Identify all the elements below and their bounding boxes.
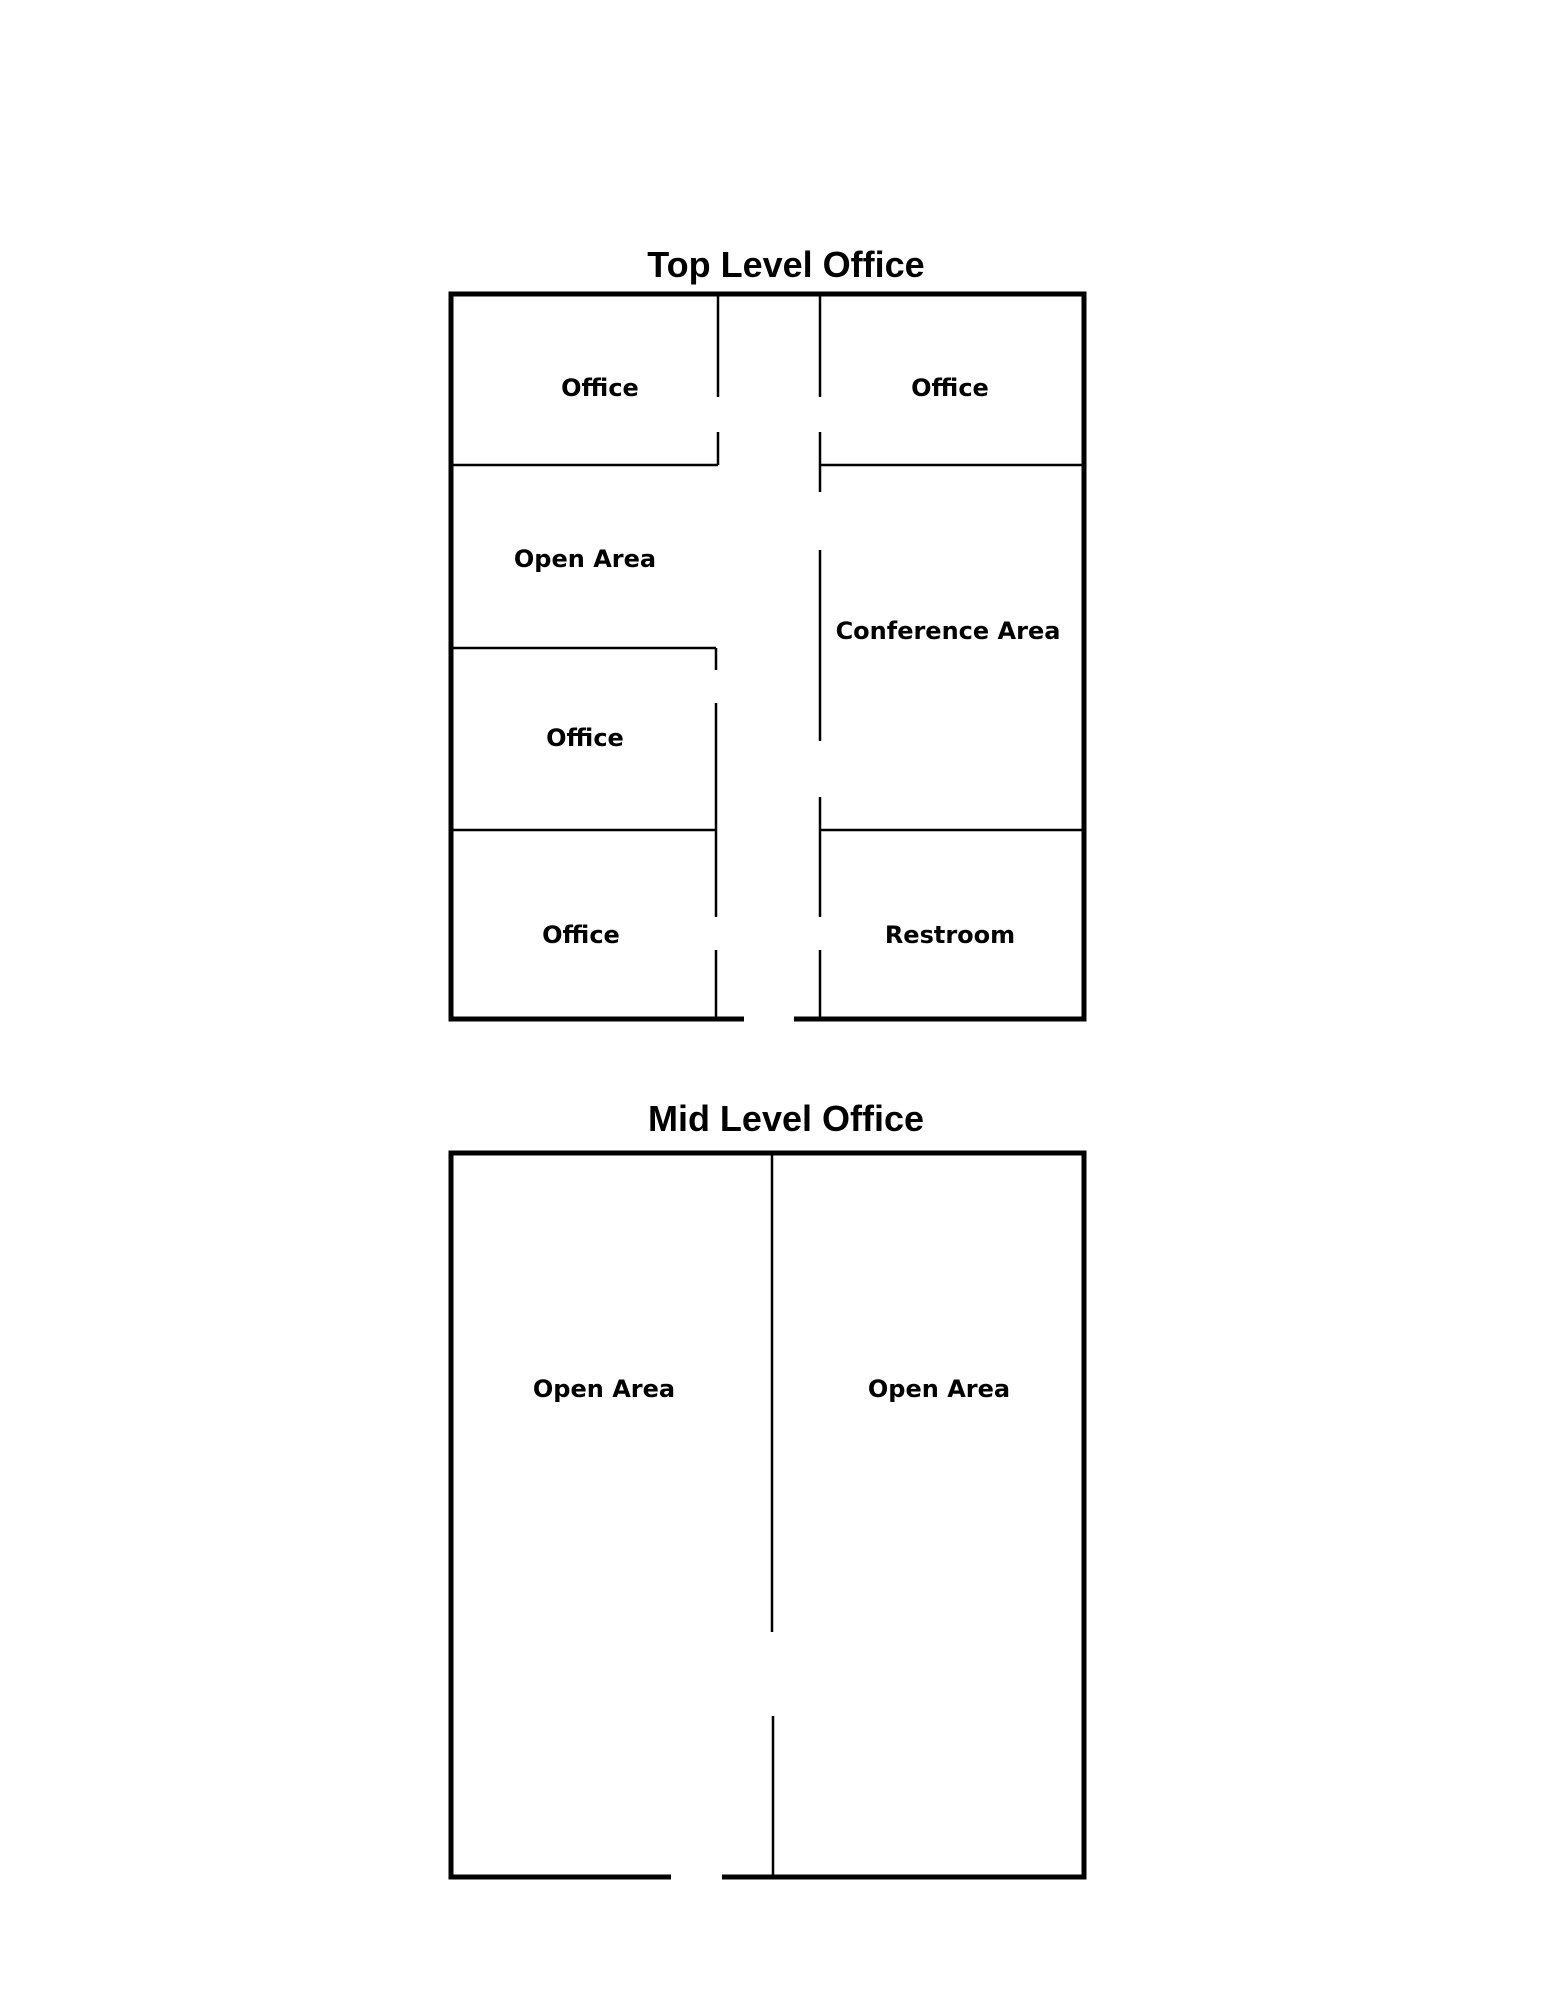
room-label-office: Office: [561, 374, 639, 402]
left-corridor-wall: [714, 294, 720, 1019]
top-level-plan: Top Level Office Office Office Open Area…: [448, 244, 1087, 1022]
room-label-office: Office: [542, 921, 620, 949]
room-label-office: Office: [546, 724, 624, 752]
room-label-office: Office: [911, 374, 989, 402]
top-level-title: Top Level Office: [647, 244, 924, 285]
mid-level-title: Mid Level Office: [648, 1098, 924, 1139]
room-label-open-area: Open Area: [868, 1375, 1010, 1403]
mid-level-outer-wall: [448, 1150, 1087, 1880]
mid-level-divider-wall: [770, 1153, 775, 1877]
room-label-open-area: Open Area: [533, 1375, 675, 1403]
mid-level-plan: Mid Level Office Open Area Open Area: [448, 1098, 1087, 1880]
room-label-open-area: Open Area: [514, 545, 656, 573]
room-label-conference-area: Conference Area: [836, 617, 1061, 645]
room-label-restroom: Restroom: [885, 921, 1015, 949]
top-level-outer-wall: [448, 291, 1087, 1022]
room-partitions: [451, 463, 1084, 832]
